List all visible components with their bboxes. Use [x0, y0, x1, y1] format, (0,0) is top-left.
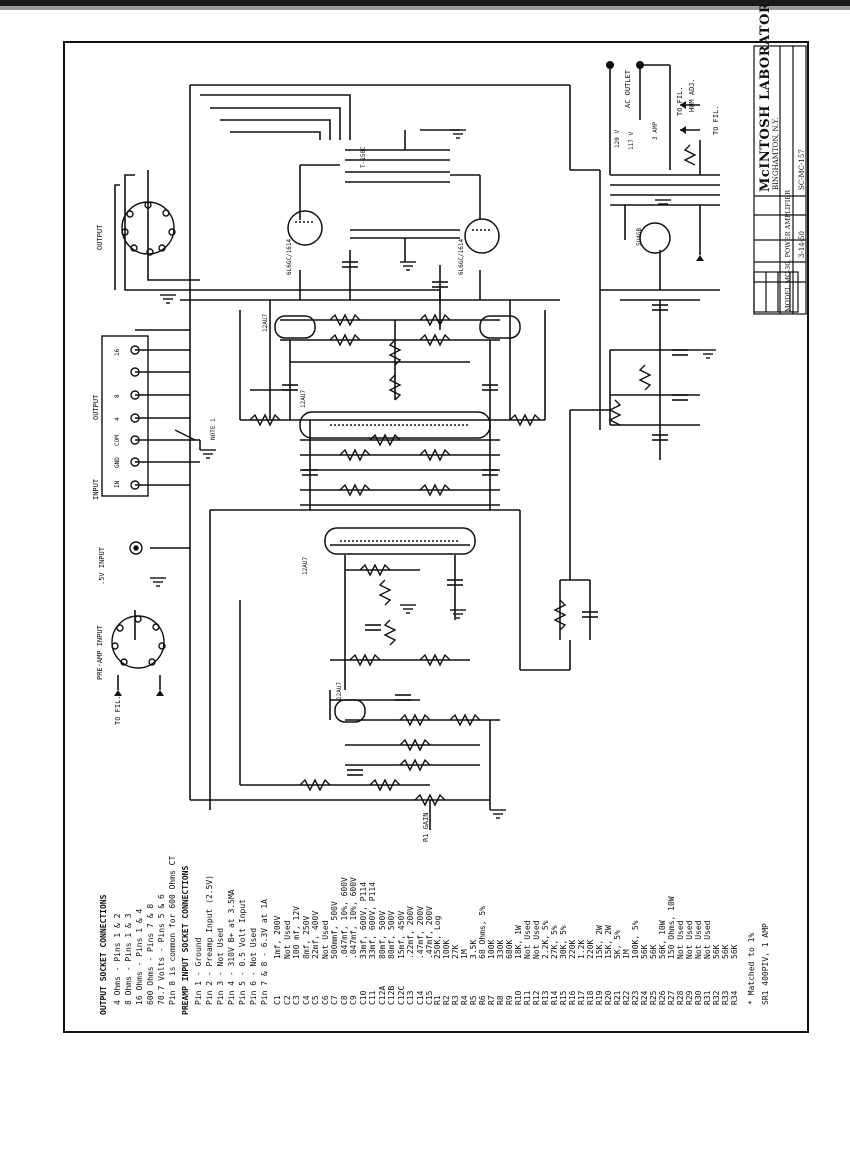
output-socket-row: 4 Ohms - Pins 1 & 2	[113, 913, 122, 1005]
tube-v6-6l6	[464, 218, 500, 254]
input-05v-label: .5V INPUT	[98, 547, 106, 585]
preamp-socket-row: Pin 2 - Preamp Input (2.5V)	[205, 874, 214, 1005]
tube-v3-12au7	[299, 411, 491, 439]
tube-label-v2: 12AU7	[302, 556, 309, 575]
company-location: BINGHAMTON, N.Y.	[772, 117, 780, 190]
output-transformer-label: T-150C	[360, 146, 367, 168]
tube-label-v7: 5U4GB	[636, 227, 643, 246]
tap-120v-label: 120 V	[614, 129, 621, 148]
tube-v1-12au7	[334, 699, 366, 723]
output-socket-heading: OUTPUT SOCKET CONNECTIONS	[99, 894, 108, 1015]
output-socket-row: 16 Ohms - Pins 1 & 4	[135, 908, 144, 1005]
model-title: MODEL MC-30, POWER AMPLIFIER	[784, 190, 792, 312]
preamp-input-label: PRE-AMP INPUT	[96, 625, 104, 680]
tube-label-v3: 12AU7	[300, 389, 307, 408]
scan-top-shade	[0, 6, 850, 10]
note-1-label: NOTE 1	[210, 418, 217, 440]
preamp-socket-heading: PREAMP INPUT SOCKET CONNECTIONS	[181, 865, 190, 1015]
terminal-label: 4	[114, 417, 121, 421]
tube-v5-6l6	[287, 210, 323, 246]
tube-label-v1: 12AU7	[336, 681, 343, 700]
tube-v4b-12au7	[479, 315, 521, 339]
terminal-label: GND	[114, 457, 121, 468]
output-plug-label: OUTPUT	[96, 224, 104, 250]
tube-v2-12au7	[324, 527, 476, 555]
gain-control-label: R1 GAIN	[422, 812, 430, 842]
scan-top-edge	[0, 0, 850, 6]
drawing-number: SC-MC-157	[798, 149, 806, 190]
input-jack	[129, 541, 143, 555]
tube-label-v6: 6L6GC/1614	[458, 238, 465, 275]
resistor-entry: R3456K	[730, 944, 739, 1005]
drawing-border	[63, 41, 809, 1033]
tube-label-v4: 12AU7	[262, 313, 269, 332]
preamp-socket-row: Pin 1 - Ground	[194, 937, 203, 1005]
hum-adjust-label: HUM ADJ.	[688, 78, 696, 112]
filament-arrows	[114, 61, 704, 696]
company-name: McINTOSH LABORATORY INC	[758, 0, 773, 192]
output-socket-row: 70.7 Volts - Pins 5 & 6	[157, 894, 166, 1005]
to-filament-label-mid: TO FIL.	[712, 105, 720, 135]
preamp-socket-row: Pin 6 - Not Used	[249, 927, 258, 1005]
output-socket-row: 600 Ohms - Pins 7 & 8	[146, 903, 155, 1005]
terminal-strip	[101, 335, 149, 497]
tube-label-v5: 6L6GC/1614	[286, 238, 293, 275]
strip-output-label: OUTPUT	[92, 394, 100, 420]
fuse-label: 3 AMP	[652, 121, 659, 140]
tube-v7-5u4	[639, 222, 671, 254]
terminal-label: IN	[114, 480, 121, 488]
terminal-label: 8	[114, 394, 121, 398]
output-socket-row: Pin 8 is common for 600 Ohms CT	[168, 855, 177, 1005]
tap-117v-label: 117 V	[628, 131, 635, 150]
strip-input-label: INPUT	[92, 478, 100, 500]
title-block	[753, 45, 807, 315]
ac-outlet-label: AC OUTLET	[624, 70, 632, 108]
terminal-label: 16	[114, 348, 121, 356]
tube-symbols	[274, 210, 671, 723]
to-filament-label-input: TO FIL.	[114, 695, 122, 725]
resistor-symbols	[249, 144, 697, 807]
terminal-label: COM	[114, 435, 121, 446]
preamp-socket-row: Pin 4 - 310V B+ at 3.5MA	[227, 889, 236, 1005]
schematic-wiring	[114, 64, 720, 830]
preamp-socket-row: Pin 3 - Not Used	[216, 927, 225, 1005]
preamp-socket-row: Pin 7 & 8 - 6.3V at 1A	[260, 899, 269, 1005]
capacitor-symbols	[282, 261, 688, 776]
tube-v4-12au7	[274, 315, 316, 339]
drawing-date: 3-14-50	[798, 231, 806, 258]
connector-symbols	[101, 201, 196, 669]
to-filament-label-top: TO FIL.	[676, 86, 684, 116]
output-socket-row: 8 Ohms - Pins 1 & 3	[124, 913, 133, 1005]
footnote-matched: * Matched to 1%	[747, 932, 756, 1005]
footnote-rectifier: SR1 400PIV, 1 AMP	[761, 923, 770, 1005]
preamp-socket-row: Pin 5 - 0.5 Volt Input	[238, 899, 247, 1005]
ground-symbols	[150, 129, 716, 819]
